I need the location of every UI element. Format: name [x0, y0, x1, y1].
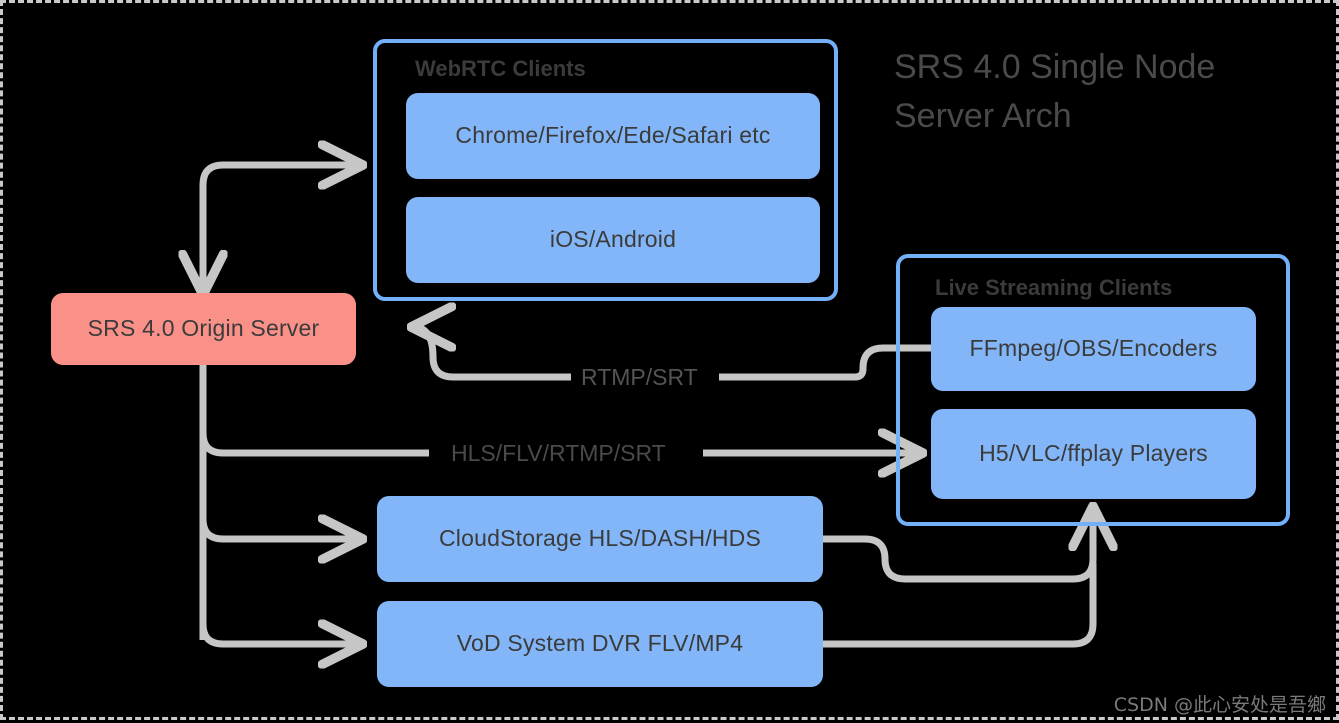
node-cloud-storage[interactable]: CloudStorage HLS/DASH/HDS [377, 496, 823, 582]
node-browsers[interactable]: Chrome/Firefox/Ede/Safari etc [406, 93, 820, 179]
group-label-live-streaming-clients: Live Streaming Clients [935, 275, 1173, 300]
group-label-webrtc-clients: WebRTC Clients [415, 56, 586, 81]
edge-label-rtmp-srt: RTMP/SRT [573, 364, 706, 391]
group-live-streaming-clients [896, 254, 1290, 526]
edge-label-hls-flv-rtmp-srt: HLS/FLV/RTMP/SRT [443, 440, 674, 467]
watermark: CSDN @此心安处是吾鄉 [1113, 694, 1326, 716]
group-webrtc-clients [373, 39, 838, 301]
node-origin-server[interactable]: SRS 4.0 Origin Server [51, 293, 356, 365]
node-encoders[interactable]: FFmpeg/OBS/Encoders [931, 307, 1256, 391]
node-layer: WebRTC Clients Chrome/Firefox/Ede/Safari… [3, 3, 1339, 723]
node-vod-system[interactable]: VoD System DVR FLV/MP4 [377, 601, 823, 687]
node-mobile[interactable]: iOS/Android [406, 197, 820, 283]
diagram-title: SRS 4.0 Single Node Server Arch [894, 48, 1216, 136]
node-players[interactable]: H5/VLC/ffplay Players [931, 409, 1256, 499]
